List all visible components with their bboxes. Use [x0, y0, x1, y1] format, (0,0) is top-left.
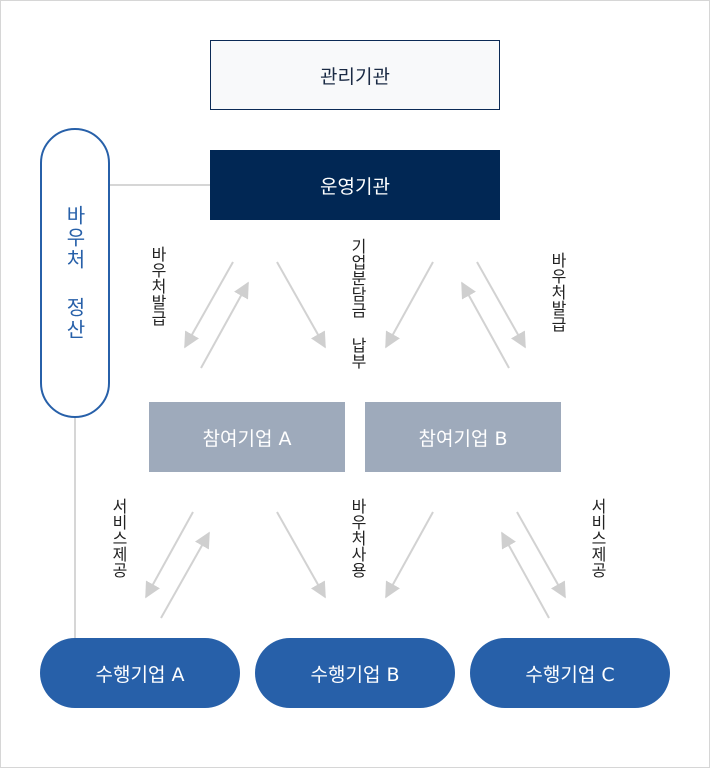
- participant-company-b-box: 참여기업 B: [365, 402, 561, 472]
- arrow-voucher-use-b: [385, 511, 434, 599]
- arrow-payment-b: [385, 261, 434, 349]
- service-provision-right-label: 서비스제공: [588, 498, 607, 578]
- arrow-payment-a: [276, 261, 326, 349]
- operation-agency-box: 운영기관: [210, 150, 500, 220]
- performer-company-b-pill: 수행기업 B: [255, 638, 455, 708]
- arrow-service-a-up: [160, 531, 210, 619]
- arrow-service-a-down: [145, 511, 194, 599]
- management-agency-box: 관리기관: [210, 40, 500, 110]
- arrow-service-c-up: [501, 531, 550, 619]
- arrow-voucher-issue-a-up: [200, 281, 249, 369]
- voucher-issue-left-label: 바우처발급: [148, 246, 167, 326]
- voucher-settlement-pill: 바우처 정산: [40, 128, 110, 418]
- arrow-voucher-use-a: [276, 511, 326, 599]
- voucher-issue-right-label: 바우처발급: [548, 252, 567, 332]
- arrow-voucher-issue-b-up: [461, 281, 510, 369]
- company-share-payment-label: 기업분담금 납부: [348, 238, 367, 369]
- performer-company-a-pill: 수행기업 A: [40, 638, 240, 708]
- service-provision-left-label: 서비스제공: [109, 498, 128, 578]
- arrow-service-c-down: [516, 511, 566, 599]
- arrow-voucher-issue-a-down: [184, 261, 234, 349]
- voucher-use-label: 바우처사용: [348, 498, 367, 578]
- participant-company-a-box: 참여기업 A: [149, 402, 345, 472]
- voucher-settlement-label: 바우처 정산: [62, 205, 87, 341]
- arrow-voucher-issue-b-down: [476, 261, 526, 349]
- performer-company-c-pill: 수행기업 C: [470, 638, 670, 708]
